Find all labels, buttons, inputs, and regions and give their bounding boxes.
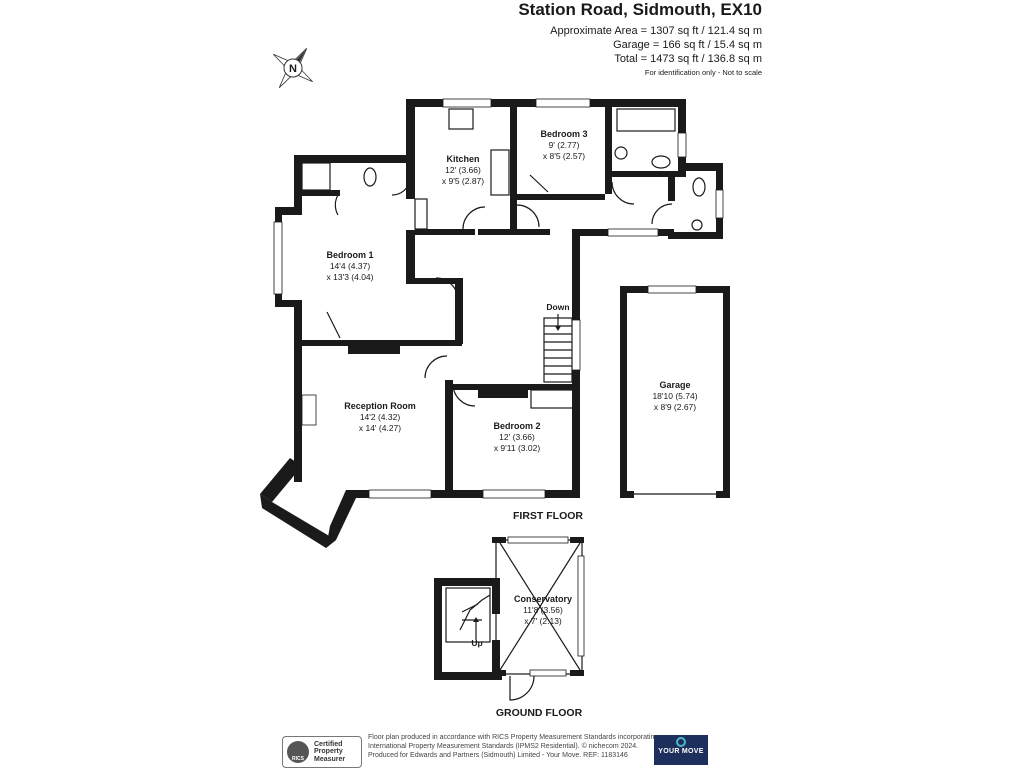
your-move-logo: YOUR MOVE xyxy=(654,735,708,765)
rics-line3: Measurer xyxy=(314,755,346,763)
ground-floor-label: GROUND FLOOR xyxy=(496,707,583,719)
compass-icon: N xyxy=(273,48,313,88)
reception-dim2: x 14' (4.27) xyxy=(359,423,401,433)
bedroom2-dim2: x 9'11 (3.02) xyxy=(494,443,541,453)
garage-dim1: 18'10 (5.74) xyxy=(652,391,697,401)
conservatory-dim1: 11'8 (3.56) xyxy=(523,605,563,615)
bedroom2-label: Bedroom 2 xyxy=(493,421,540,431)
conservatory-label: Conservatory xyxy=(514,594,572,604)
footer-disclaimer: Floor plan produced in accordance with R… xyxy=(368,733,658,760)
bedroom1-dim2: x 13'3 (4.04) xyxy=(327,272,374,282)
fixtures xyxy=(301,108,706,409)
bedroom3-label: Bedroom 3 xyxy=(540,129,587,139)
rics-badge: RICS Certified Property Measurer xyxy=(282,736,362,768)
stairs-down xyxy=(543,314,573,383)
kitchen-label: Kitchen xyxy=(446,154,479,164)
kitchen-dim2: x 9'5 (2.87) xyxy=(442,176,484,186)
conservatory-dim2: x 7' (2.13) xyxy=(524,616,562,626)
reception-dim1: 14'2 (4.32) xyxy=(360,412,401,422)
bedroom1-label: Bedroom 1 xyxy=(326,250,373,260)
bedroom3-dim1: 9' (2.77) xyxy=(549,140,580,150)
footer-line1: Floor plan produced in accordance with R… xyxy=(368,734,659,741)
footer-line2: International Property Measurement Stand… xyxy=(368,743,639,750)
rics-line1: Certified xyxy=(314,740,343,748)
reception-label: Reception Room xyxy=(344,401,416,411)
kitchen-dim1: 12' (3.66) xyxy=(445,165,481,175)
compass-label: N xyxy=(289,63,297,75)
garage-area: Garage = 166 sq ft / 15.4 sq m xyxy=(613,39,762,51)
logo-ring-icon xyxy=(676,737,686,747)
rics-emblem-icon: RICS xyxy=(287,741,309,763)
windows xyxy=(273,98,724,499)
ground-floor-walls xyxy=(434,536,585,701)
first-floor-label: FIRST FLOOR xyxy=(513,510,583,522)
footer-line3: Produced for Edwards and Partners (Sidmo… xyxy=(368,752,628,759)
stairs-up-label: Up xyxy=(471,638,482,648)
rics-line2: Property xyxy=(314,748,343,756)
logo-text: YOUR MOVE xyxy=(658,748,704,755)
garage-label: Garage xyxy=(659,380,690,390)
plan-title: Station Road, Sidmouth, EX10 xyxy=(518,0,762,19)
garage-dim2: x 8'9 (2.67) xyxy=(654,402,696,412)
total-area: Total = 1473 sq ft / 136.8 sq m xyxy=(614,53,762,65)
bedroom2-dim1: 12' (3.66) xyxy=(499,432,535,442)
bedroom3-dim2: x 8'5 (2.57) xyxy=(543,151,585,161)
garage-outline xyxy=(620,285,730,498)
approx-area: Approximate Area = 1307 sq ft / 121.4 sq… xyxy=(550,25,762,37)
stairs-down-label: Down xyxy=(546,302,569,312)
bedroom1-dim1: 14'4 (4.37) xyxy=(330,261,371,271)
scale-note: For identification only - Not to scale xyxy=(644,68,762,77)
